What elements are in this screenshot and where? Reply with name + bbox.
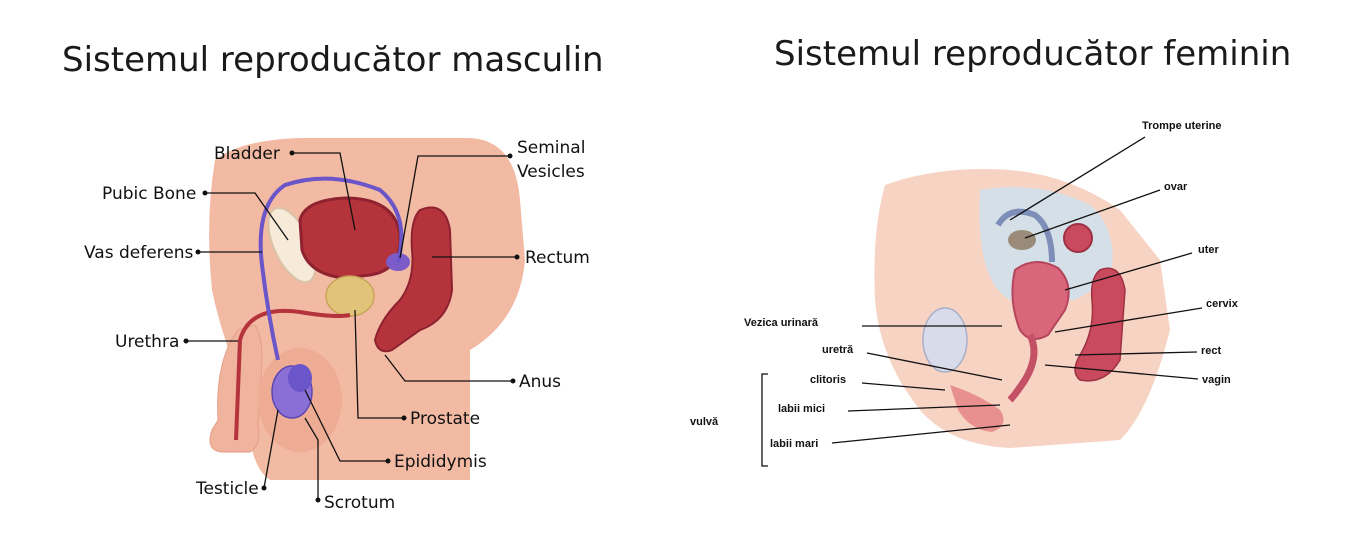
label-cervix: cervix: [1206, 298, 1239, 310]
male-title: Sistemul reproducător masculin: [62, 40, 604, 80]
label-seminal-line2: Vesicles: [517, 162, 585, 182]
vulva-bracket: [761, 373, 768, 467]
rect-leader: [1074, 351, 1198, 356]
bladder-leader: [292, 152, 356, 231]
colon-shape: [1063, 223, 1093, 253]
pubic-bone-leader: [205, 192, 289, 241]
label-anus: Anus: [519, 372, 561, 392]
label-vezica: Vezica urinară: [744, 317, 819, 329]
bladder-leader-dot: [289, 150, 295, 156]
seminal-leader-dot: [507, 153, 513, 159]
trompe-leader: [1009, 136, 1146, 221]
label-rectum: Rectum: [525, 248, 590, 268]
urethra-leader-dot: [183, 338, 189, 344]
label-vas-deferens: Vas deferens: [84, 243, 194, 263]
label-scrotum: Scrotum: [324, 493, 395, 513]
label-vulva: vulvă: [690, 416, 719, 428]
prostate-leader: [354, 309, 404, 419]
vagina-shape: [1007, 333, 1038, 403]
male-anatomy-illustration: Bladder Pubic Bone Vas deferens Urethra …: [84, 138, 590, 513]
female-title: Sistemul reproducător feminin: [774, 34, 1292, 74]
clitoris-leader: [861, 382, 946, 391]
label-uter: uter: [1198, 244, 1220, 256]
labii-mari-leader: [831, 424, 1011, 444]
prostate-shape: [325, 275, 375, 317]
label-testicle: Testicle: [195, 479, 259, 499]
label-bladder: Bladder: [214, 144, 280, 164]
label-labii-mari: labii mari: [770, 438, 818, 450]
uterus-shape: [1011, 261, 1070, 340]
uter-leader: [1064, 252, 1193, 291]
label-clitoris: clitoris: [810, 374, 846, 386]
pubic-bone-leader-dot: [202, 190, 208, 196]
bladder-shape-f: [922, 307, 968, 373]
label-ovar: ovar: [1164, 181, 1188, 193]
vulva-shape: [950, 385, 1004, 432]
label-trompe: Trompe uterine: [1142, 120, 1221, 132]
urethra-line: [234, 308, 351, 441]
prostate-leader-dot: [401, 415, 407, 421]
label-epididymis: Epididymis: [394, 452, 487, 472]
fallopian-tube-shape: [995, 208, 1055, 263]
epididymis-leader: [304, 389, 388, 462]
label-seminal-line1: Seminal: [517, 138, 585, 158]
ovary-shape: [1008, 230, 1036, 250]
scrotum-leader-dot: [315, 497, 321, 503]
female-diagram-panel: Sistemul reproducător feminin: [680, 0, 1350, 559]
vagin-leader: [1044, 364, 1199, 380]
vas-deferens-leader-dot: [195, 249, 201, 255]
testicle-leader: [263, 409, 279, 489]
epididymis-leader-dot: [385, 458, 391, 464]
seminal-leader: [399, 155, 510, 259]
label-rect: rect: [1201, 345, 1222, 357]
male-diagram-panel: Sistemul reproducător masculin: [62, 40, 604, 513]
labii-mici-leader: [847, 404, 1001, 412]
label-prostate: Prostate: [410, 409, 480, 429]
vas-deferens-line: [258, 176, 404, 361]
penis-shape: [209, 324, 263, 453]
anus-leader: [384, 354, 513, 382]
female-anatomy-illustration: Trompe uterine ovar uter cervix Vezica u…: [690, 120, 1239, 467]
cervix-leader: [1054, 307, 1203, 333]
testicle-leader-dot: [261, 485, 267, 491]
label-pubic-bone: Pubic Bone: [102, 184, 196, 204]
uretra-leader: [866, 352, 1003, 381]
ovar-leader: [1024, 189, 1161, 239]
label-uretra: uretră: [822, 344, 854, 356]
rectum-shape: [373, 206, 454, 353]
epididymis-shape: [288, 364, 312, 392]
label-labii-mici: labii mici: [778, 403, 825, 415]
anus-leader-dot: [510, 378, 516, 384]
label-urethra: Urethra: [115, 332, 179, 352]
scrotum-leader: [304, 417, 319, 500]
bladder-shape: [298, 196, 402, 280]
rectum-leader-dot: [514, 254, 520, 260]
label-vagin: vagin: [1202, 374, 1231, 386]
